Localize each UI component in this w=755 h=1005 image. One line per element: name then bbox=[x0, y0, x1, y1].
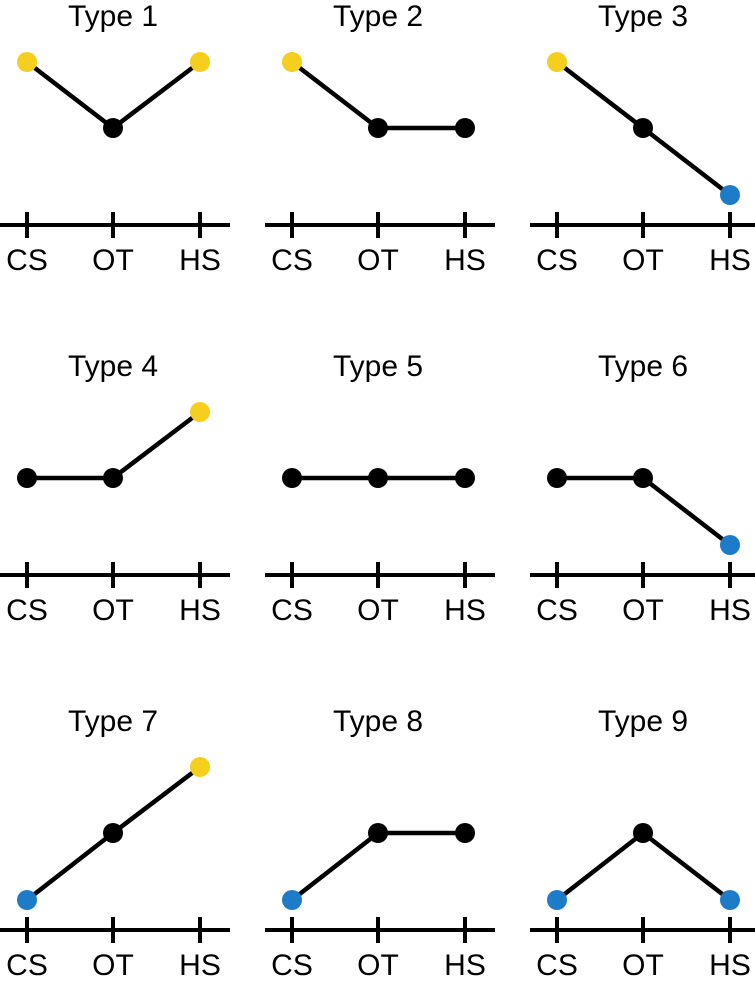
point-cs-high bbox=[547, 52, 567, 72]
point-hs-mid bbox=[455, 823, 475, 843]
x-tick-label-cs: CS bbox=[6, 594, 48, 627]
x-tick-label-cs: CS bbox=[271, 244, 313, 277]
point-hs-low bbox=[720, 185, 740, 205]
point-hs-low bbox=[720, 535, 740, 555]
point-cs-high bbox=[282, 52, 302, 72]
point-ot-mid bbox=[633, 118, 653, 138]
connector-segment bbox=[640, 475, 733, 548]
point-hs-mid bbox=[455, 118, 475, 138]
x-tick-label-ot: OT bbox=[92, 244, 134, 277]
panel-type-2: Type 2 CS OT HS bbox=[260, 0, 500, 300]
x-tick-label-cs: CS bbox=[6, 949, 48, 982]
panel-title: Type 2 bbox=[332, 0, 424, 33]
panel-plot bbox=[0, 402, 230, 588]
connector-segment bbox=[110, 764, 203, 836]
x-tick-label-hs: HS bbox=[179, 244, 221, 277]
panel-type-6: Type 6 CS OT HS bbox=[525, 350, 755, 650]
connector-segment bbox=[554, 59, 646, 131]
connector-segment bbox=[289, 830, 381, 903]
panel-type-5: Type 5 CS OT HS bbox=[260, 350, 500, 650]
panel-type-4: Type 4 CS OT HS bbox=[0, 350, 235, 650]
point-hs-high bbox=[190, 757, 210, 777]
x-tick-label-cs: CS bbox=[271, 594, 313, 627]
point-hs-mid bbox=[455, 468, 475, 488]
panel-title: Type 8 bbox=[332, 705, 424, 738]
x-tick-label-cs: CS bbox=[536, 949, 578, 982]
x-tick-label-cs: CS bbox=[536, 244, 578, 277]
panel-title: Type 4 bbox=[67, 350, 159, 383]
panel-plot bbox=[265, 52, 495, 238]
panel-plot bbox=[0, 757, 230, 943]
x-tick-label-hs: HS bbox=[444, 594, 486, 627]
point-ot-mid bbox=[633, 468, 653, 488]
panel-title: Type 1 bbox=[67, 0, 159, 33]
x-tick-label-hs: HS bbox=[444, 949, 486, 982]
point-cs-low bbox=[547, 890, 567, 910]
connector-segment bbox=[110, 59, 203, 131]
x-tick-label-ot: OT bbox=[622, 244, 664, 277]
point-cs-mid bbox=[547, 468, 567, 488]
panel-plot bbox=[530, 52, 755, 238]
panel-plot bbox=[265, 823, 495, 943]
x-tick-label-hs: HS bbox=[709, 949, 751, 982]
panel-type-3: Type 3 CS OT HS bbox=[525, 0, 755, 300]
x-tick-label-ot: OT bbox=[357, 244, 399, 277]
point-ot-mid bbox=[368, 468, 388, 488]
connector-segment bbox=[289, 59, 381, 131]
x-tick-label-hs: HS bbox=[179, 949, 221, 982]
point-cs-low bbox=[17, 890, 37, 910]
panel-title: Type 5 bbox=[332, 350, 424, 383]
point-hs-high bbox=[190, 52, 210, 72]
x-tick-label-cs: CS bbox=[536, 594, 578, 627]
x-tick-label-ot: OT bbox=[357, 949, 399, 982]
point-cs-mid bbox=[282, 468, 302, 488]
panel-plot bbox=[530, 468, 755, 588]
panel-type-1: Type 1 CS OT HS bbox=[0, 0, 235, 300]
panel-plot bbox=[265, 468, 495, 588]
panel-type-8: Type 8 CS OT HS bbox=[260, 705, 500, 1005]
point-ot-mid bbox=[103, 468, 123, 488]
x-tick-label-ot: OT bbox=[622, 594, 664, 627]
panel-plot bbox=[0, 52, 230, 238]
x-tick-label-ot: OT bbox=[92, 949, 134, 982]
x-tick-label-cs: CS bbox=[6, 244, 48, 277]
connector-segment bbox=[24, 59, 116, 131]
x-tick-label-hs: HS bbox=[179, 594, 221, 627]
point-ot-mid bbox=[103, 118, 123, 138]
x-tick-label-ot: OT bbox=[622, 949, 664, 982]
point-ot-mid bbox=[633, 823, 653, 843]
connector-segment bbox=[554, 830, 646, 903]
point-hs-low bbox=[720, 890, 740, 910]
point-hs-high bbox=[190, 402, 210, 422]
point-cs-high bbox=[17, 52, 37, 72]
x-tick-label-hs: HS bbox=[709, 244, 751, 277]
x-tick-label-ot: OT bbox=[357, 594, 399, 627]
connector-segment bbox=[24, 830, 116, 903]
panel-title: Type 3 bbox=[597, 0, 689, 33]
panel-type-7: Type 7 CS OT HS bbox=[0, 705, 235, 1005]
point-cs-mid bbox=[17, 468, 37, 488]
x-tick-label-ot: OT bbox=[92, 594, 134, 627]
panel-title: Type 6 bbox=[597, 350, 689, 383]
panel-title: Type 9 bbox=[597, 705, 689, 738]
point-ot-mid bbox=[368, 823, 388, 843]
point-ot-mid bbox=[103, 823, 123, 843]
panel-type-9: Type 9 CS OT HS bbox=[525, 705, 755, 1005]
x-tick-label-cs: CS bbox=[271, 949, 313, 982]
panel-title: Type 7 bbox=[67, 705, 159, 738]
x-tick-label-hs: HS bbox=[444, 244, 486, 277]
connector-segment bbox=[640, 125, 733, 198]
connector-segment bbox=[110, 409, 203, 481]
panel-plot bbox=[530, 823, 755, 943]
point-cs-low bbox=[282, 890, 302, 910]
x-tick-label-hs: HS bbox=[709, 594, 751, 627]
connector-segment bbox=[640, 830, 733, 903]
point-ot-mid bbox=[368, 118, 388, 138]
